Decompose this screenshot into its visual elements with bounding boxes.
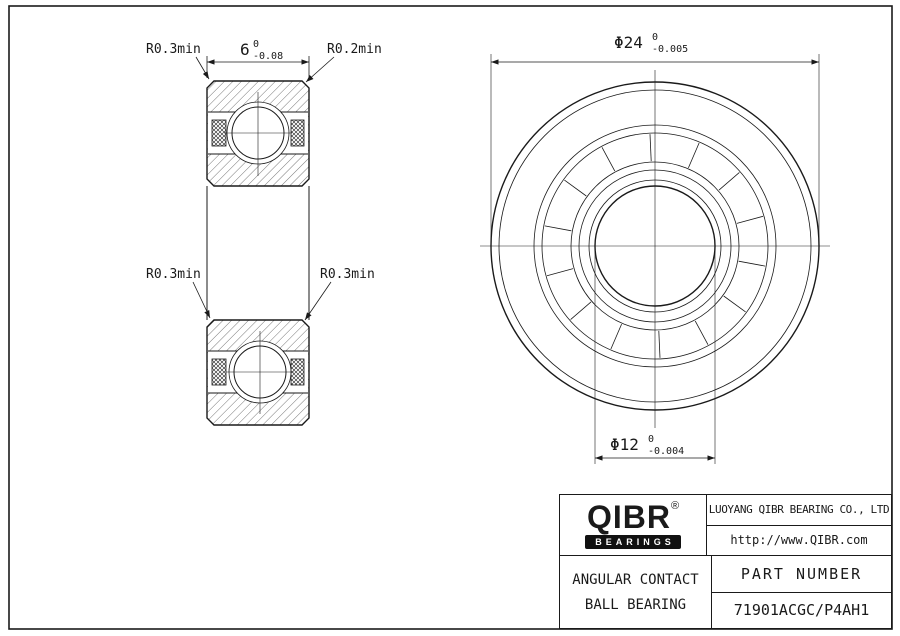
leader-line <box>305 56 335 83</box>
width-dim-tol-upper: 0 <box>253 39 259 50</box>
title-block-bottom-row: ANGULAR CONTACT BALL BEARING PART NUMBER… <box>560 556 891 628</box>
cage-bar <box>601 147 616 172</box>
bore-dim-tol-lower: -0.004 <box>648 446 684 457</box>
cage-bar <box>694 320 709 345</box>
title-block-top-row: QIBR® BEARINGS LUOYANG QIBR BEARING CO.,… <box>560 495 891 556</box>
outer-ring-od-circle <box>490 81 820 411</box>
product-line-2: BALL BEARING <box>584 596 687 613</box>
outer-ring-chamfer-circle <box>498 89 812 403</box>
width-dim-value: 6 <box>240 40 250 59</box>
cage-bar <box>658 330 661 358</box>
od-dim-tol-upper: 0 <box>652 32 658 43</box>
front-view <box>480 70 830 428</box>
company-website: http://www.QIBR.com <box>730 533 868 548</box>
cage-bar <box>736 215 764 224</box>
cage-section-left-bottom <box>211 358 227 386</box>
cage-bar <box>688 142 700 169</box>
cage-section-right-top <box>290 119 305 147</box>
cage-bar <box>546 268 574 277</box>
cage-pocket-bars <box>544 134 766 358</box>
part-number-label: PART NUMBER <box>712 556 891 593</box>
cage-bar <box>570 301 592 320</box>
logo-wordmark: QIBR® <box>586 499 680 535</box>
od-dimension: Φ24 0 -0.005 <box>490 32 820 242</box>
radius-label-top-right: R0.2min <box>327 42 382 57</box>
bore-dimension: Φ12 0 -0.004 <box>594 248 716 464</box>
leader-line <box>304 281 332 321</box>
cage-bar <box>544 225 572 232</box>
company-logo: QIBR® BEARINGS <box>560 495 707 555</box>
section-view <box>206 80 310 426</box>
cage-outer-circle <box>541 132 769 360</box>
cage-bar <box>649 134 652 162</box>
bore-dim-value: Φ12 <box>610 435 639 454</box>
cage-section-right-bottom <box>290 358 305 386</box>
logo-bearings-bar: BEARINGS <box>585 535 681 549</box>
radius-label-top-left: R0.3min <box>146 42 201 57</box>
product-line-1: ANGULAR CONTACT <box>572 571 699 588</box>
cage-bar <box>610 323 622 350</box>
leader-line <box>195 56 210 80</box>
sheet-border <box>8 5 893 630</box>
outer-ring-raceway-circle <box>533 124 777 368</box>
inner-ring-raceway-circle <box>578 169 732 323</box>
cage-inner-circle <box>570 161 740 331</box>
cage-bar <box>718 172 740 191</box>
bore-circle <box>594 185 716 307</box>
part-number-cell: PART NUMBER 71901ACGC/P4AH1 <box>712 556 891 628</box>
inner-ring-chamfer-circle <box>588 179 722 313</box>
width-dimension: 6 0 -0.08 <box>206 39 310 78</box>
cage-bar <box>738 260 766 267</box>
logo-text: QIBR <box>586 499 671 535</box>
radius-label-bottom-right: R0.3min <box>320 267 375 282</box>
leader-line <box>192 281 211 319</box>
title-block: QIBR® BEARINGS LUOYANG QIBR BEARING CO.,… <box>559 494 892 629</box>
od-dim-value: Φ24 <box>614 33 643 52</box>
cage-bar <box>564 179 587 197</box>
radius-callouts: R0.3min R0.2min R0.3min R0.3min <box>146 42 382 321</box>
bore-dim-tol-upper: 0 <box>648 434 654 445</box>
registered-trademark-icon: ® <box>670 500 680 512</box>
cage-bar <box>723 295 746 313</box>
part-number-value: 71901ACGC/P4AH1 <box>733 601 870 620</box>
radius-label-bottom-left: R0.3min <box>146 267 201 282</box>
product-description-cell: ANGULAR CONTACT BALL BEARING <box>560 556 712 628</box>
width-dim-tol-lower: -0.08 <box>253 51 283 62</box>
company-name: LUOYANG QIBR BEARING CO., LTD <box>707 495 891 526</box>
od-dim-tol-lower: -0.005 <box>652 44 688 55</box>
cage-section-left-top <box>211 119 227 147</box>
company-info-cell: LUOYANG QIBR BEARING CO., LTD http://www… <box>707 495 891 555</box>
